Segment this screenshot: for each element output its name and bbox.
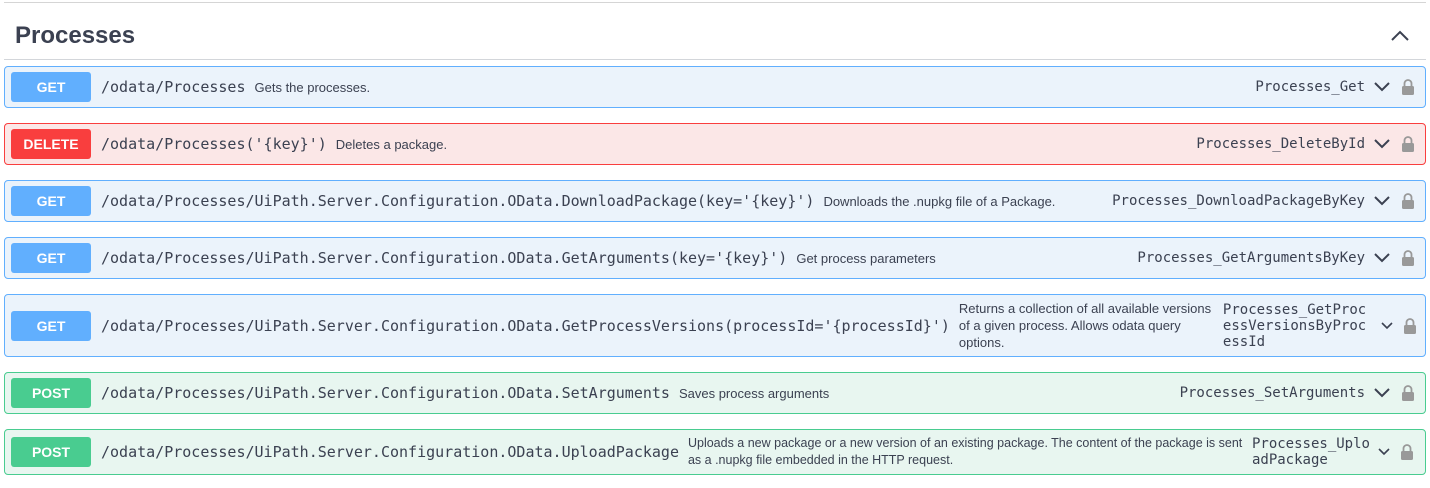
- lock-icon[interactable]: [1399, 317, 1421, 335]
- operation-summary: Saves process arguments: [678, 385, 830, 401]
- operation-path: /odata/Processes/UiPath.Server.Configura…: [101, 316, 950, 335]
- lock-icon[interactable]: [1397, 384, 1419, 402]
- operation-processes-get-arguments[interactable]: GET /odata/Processes/UiPath.Server.Confi…: [4, 237, 1426, 279]
- lock-icon[interactable]: [1397, 192, 1419, 210]
- operation-processes-get-process-versions[interactable]: GET /odata/Processes/UiPath.Server.Confi…: [4, 294, 1426, 357]
- operation-id: Processes_DeleteById: [1196, 136, 1365, 152]
- chevron-down-icon[interactable]: [1369, 81, 1395, 93]
- operation-summary: Returns a collection of all available ve…: [958, 301, 1212, 350]
- method-badge: GET: [11, 243, 91, 273]
- operation-path: /odata/Processes: [101, 78, 246, 96]
- method-badge: POST: [11, 437, 91, 467]
- lock-icon[interactable]: [1397, 135, 1419, 153]
- method-badge: DELETE: [11, 129, 91, 159]
- operation-id: Processes_UploadPackage: [1251, 436, 1370, 468]
- chevron-down-icon[interactable]: [1377, 321, 1397, 330]
- operation-id: Processes_GetArgumentsByKey: [1137, 250, 1365, 266]
- operation-summary: Gets the processes.: [254, 79, 371, 95]
- method-badge: POST: [11, 378, 91, 408]
- operation-id: Processes_DownloadPackageByKey: [1112, 193, 1365, 209]
- operation-processes-upload-package[interactable]: POST /odata/Processes/UiPath.Server.Conf…: [4, 429, 1426, 475]
- operation-path: /odata/Processes/UiPath.Server.Configura…: [101, 384, 670, 402]
- operation-path: /odata/Processes('{key}'): [101, 135, 327, 153]
- operation-summary: Uploads a new package or a new version o…: [687, 436, 1243, 467]
- operation-summary: Get process parameters: [796, 250, 936, 266]
- operation-id: Processes_Get: [1255, 79, 1365, 95]
- operation-summary: Downloads the .nupkg file of a Package.: [823, 193, 1056, 209]
- top-divider: [4, 2, 1426, 3]
- lock-icon[interactable]: [1396, 443, 1418, 461]
- operation-processes-delete-by-id[interactable]: DELETE /odata/Processes('{key}') Deletes…: [4, 123, 1426, 165]
- chevron-down-icon[interactable]: [1374, 448, 1394, 456]
- operation-id: Processes_SetArguments: [1179, 385, 1365, 401]
- method-badge: GET: [11, 72, 91, 102]
- operation-path: /odata/Processes/UiPath.Server.Configura…: [101, 192, 815, 210]
- method-badge: GET: [11, 186, 91, 216]
- operation-path: /odata/Processes/UiPath.Server.Configura…: [101, 443, 679, 461]
- section-title: Processes: [15, 21, 136, 49]
- chevron-down-icon[interactable]: [1369, 138, 1395, 150]
- operation-id: Processes_GetProcessVersionsByProcessId: [1222, 301, 1367, 350]
- operation-processes-set-arguments[interactable]: POST /odata/Processes/UiPath.Server.Conf…: [4, 372, 1426, 414]
- chevron-down-icon[interactable]: [1369, 252, 1395, 264]
- method-badge: GET: [11, 310, 91, 341]
- lock-icon[interactable]: [1397, 78, 1419, 96]
- operation-processes-get[interactable]: GET /odata/Processes Gets the processes.…: [4, 66, 1426, 108]
- chevron-up-icon[interactable]: [1380, 16, 1420, 56]
- operation-processes-download-package[interactable]: GET /odata/Processes/UiPath.Server.Confi…: [4, 180, 1426, 222]
- chevron-down-icon[interactable]: [1369, 387, 1395, 399]
- section-header-processes[interactable]: Processes: [4, 12, 1426, 60]
- lock-icon[interactable]: [1397, 249, 1419, 267]
- chevron-down-icon[interactable]: [1369, 195, 1395, 207]
- operation-summary: Deletes a package.: [335, 136, 448, 152]
- operation-path: /odata/Processes/UiPath.Server.Configura…: [101, 249, 788, 267]
